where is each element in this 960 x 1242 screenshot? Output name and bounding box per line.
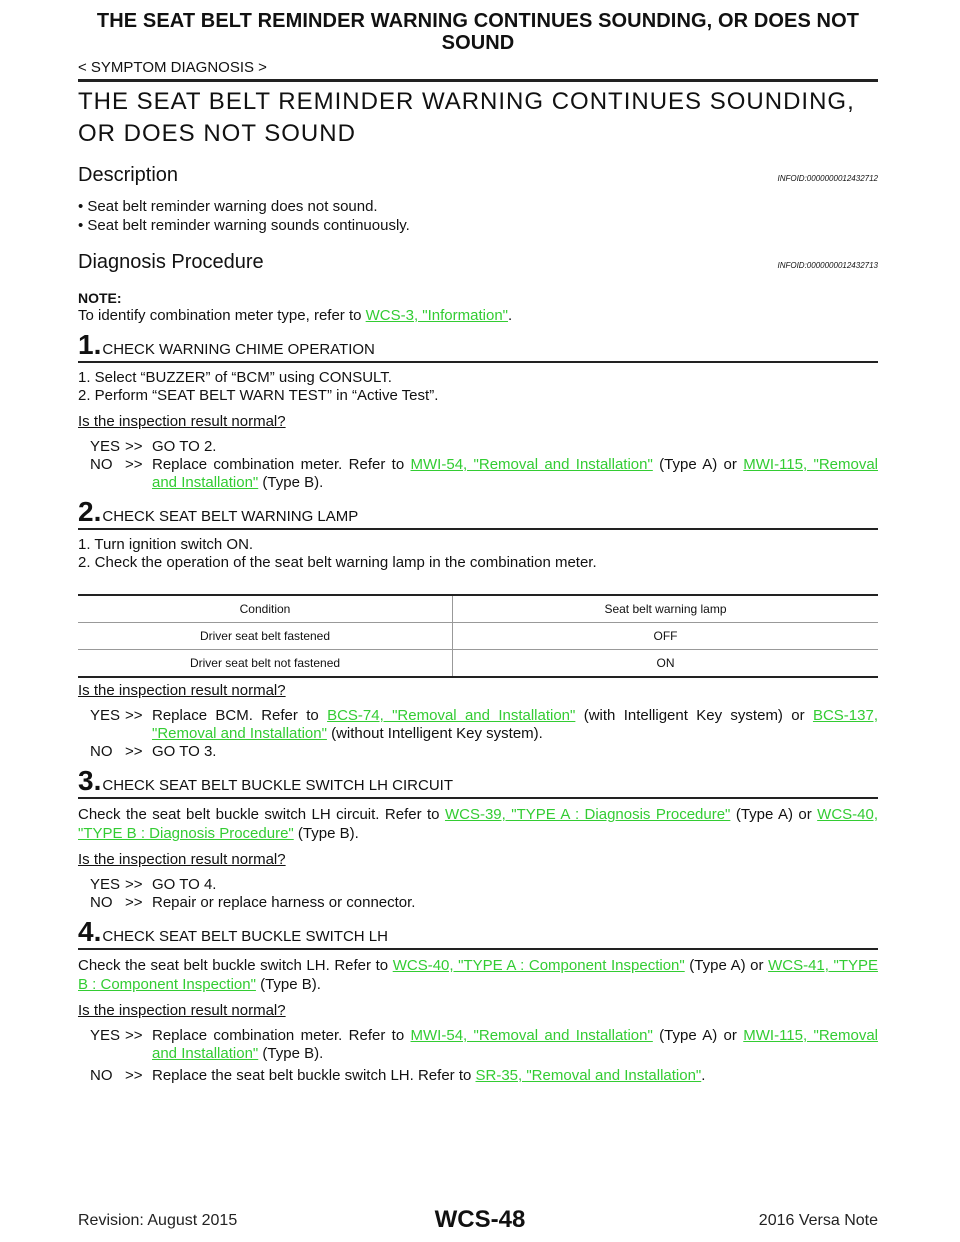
wcs-40-link[interactable]: WCS-40, "TYPE B : Diagnosis Procedure" [78,806,878,842]
description-list: Seat belt reminder warning does not soun… [78,197,878,235]
page-number: WCS-48 [434,1206,526,1233]
wcs-40-component-link[interactable]: WCS-40, "TYPE A : Component Inspection" [392,957,685,974]
step-3-heading: 3. CHECK SEAT BELT BUCKLE SWITCH LH CIRC… [78,767,878,799]
table-header: Seat belt warning lamp [452,594,878,623]
wcs-41-link[interactable]: WCS-41, "TYPE B : Component Inspection" [78,957,879,993]
step-1-list: 1. Select “BUZZER” of “BCM” using CONSUL… [78,369,878,405]
inspection-question: Is the inspection result normal? [78,1002,286,1019]
running-head: THE SEAT BELT REMINDER WARNING CONTINUES… [96,10,860,54]
step-number: 1. [78,329,102,360]
table-row: Driver seat belt not fastened ON [78,649,878,678]
step-title: CHECK WARNING CHIME OPERATION [102,341,375,358]
manual-page: THE SEAT BELT REMINDER WARNING CONTINUES… [78,0,878,1085]
step-number: 2. [78,496,102,527]
header-rule [78,79,878,82]
sr-35-link[interactable]: SR-35, "Removal and Installation" [475,1067,702,1084]
step-4-text: Check the seat belt buckle switch LH. Re… [78,957,879,993]
step-2-yes: YES>> Replace BCM. Refer to BCS-74, "Rem… [90,707,878,742]
step-3-text: Check the seat belt buckle switch LH cir… [78,806,878,842]
step-1-heading: 1. CHECK WARNING CHIME OPERATION [78,331,878,363]
step-2-list: 1. Turn ignition switch ON. 2. Check the… [78,536,878,572]
step-number: 4. [78,916,102,947]
list-item: Seat belt reminder warning sounds contin… [78,216,878,235]
list-item: Seat belt reminder warning does not soun… [78,197,878,216]
step-title: CHECK SEAT BELT WARNING LAMP [102,508,359,525]
step-title: CHECK SEAT BELT BUCKLE SWITCH LH CIRCUIT [102,777,453,794]
step-title: CHECK SEAT BELT BUCKLE SWITCH LH [102,928,388,945]
mwi-115-link[interactable]: MWI-115, "Removal and Installation" [152,1027,879,1062]
list-item: 2. Check the operation of the seat belt … [78,554,597,571]
step-3-yes: YES>> GO TO 4. [90,876,217,893]
inspection-question: Is the inspection result normal? [78,413,286,430]
revision-date: Revision: August 2015 [78,1212,238,1229]
list-item: 2. Perform “SEAT BELT WARN TEST” in “Act… [78,387,439,404]
step-4-no: NO>> Replace the seat belt buckle switch… [90,1067,706,1084]
step-4-yes: YES>> Replace combination meter. Refer t… [90,1027,879,1062]
mwi-115-link[interactable]: MWI-115, "Removal and Installation" [152,456,879,491]
list-item: 1. Turn ignition switch ON. [78,536,254,553]
wcs-3-link[interactable]: WCS-3, "Information" [365,307,508,324]
inspection-question: Is the inspection result normal? [78,851,286,868]
page-footer: Revision: August 2015 WCS-48 2016 Versa … [0,1206,960,1238]
model-year: 2016 Versa Note [758,1212,878,1229]
wcs-39-link[interactable]: WCS-39, "TYPE A : Diagnosis Procedure" [444,806,731,823]
procedure-title: Diagnosis Procedure [78,251,264,273]
step-3-no: NO>> Repair or replace harness or connec… [90,894,416,911]
step-2-no: NO>> GO TO 3. [90,743,217,760]
table-header: Condition [78,594,453,623]
step-number: 3. [78,765,102,796]
mwi-54-link[interactable]: MWI-54, "Removal and Installation" [410,456,653,473]
description-infoid: INFOID:0000000012432712 [777,174,878,183]
step-1-no: NO>> Replace combination meter. Refer to… [90,456,879,491]
note-label: NOTE: [78,290,122,306]
step-2-heading: 2. CHECK SEAT BELT WARNING LAMP [78,498,878,530]
bcs-137-link[interactable]: BCS-137, "Removal and Installation" [152,707,878,742]
mwi-54-link[interactable]: MWI-54, "Removal and Installation" [410,1027,653,1044]
condition-table: Condition Seat belt warning lamp Driver … [78,594,878,678]
procedure-infoid: INFOID:0000000012432713 [777,261,878,270]
inspection-question: Is the inspection result normal? [78,682,286,699]
breadcrumb: < SYMPTOM DIAGNOSIS > [78,59,267,76]
step-1-yes: YES>> GO TO 2. [90,438,217,455]
bcs-74-link[interactable]: BCS-74, "Removal and Installation" [327,707,576,724]
note-text: To identify combination meter type, refe… [78,307,513,324]
list-item: 1. Select “BUZZER” of “BCM” using CONSUL… [78,369,392,386]
description-title: Description [78,164,179,186]
step-4-heading: 4. CHECK SEAT BELT BUCKLE SWITCH LH [78,918,878,950]
table-row: Driver seat belt fastened OFF [78,622,878,650]
description-heading: Description INFOID:0000000012432712 [78,164,878,187]
page-title: THE SEAT BELT REMINDER WARNING CONTINUES… [78,88,855,147]
procedure-heading: Diagnosis Procedure INFOID:0000000012432… [78,251,878,274]
